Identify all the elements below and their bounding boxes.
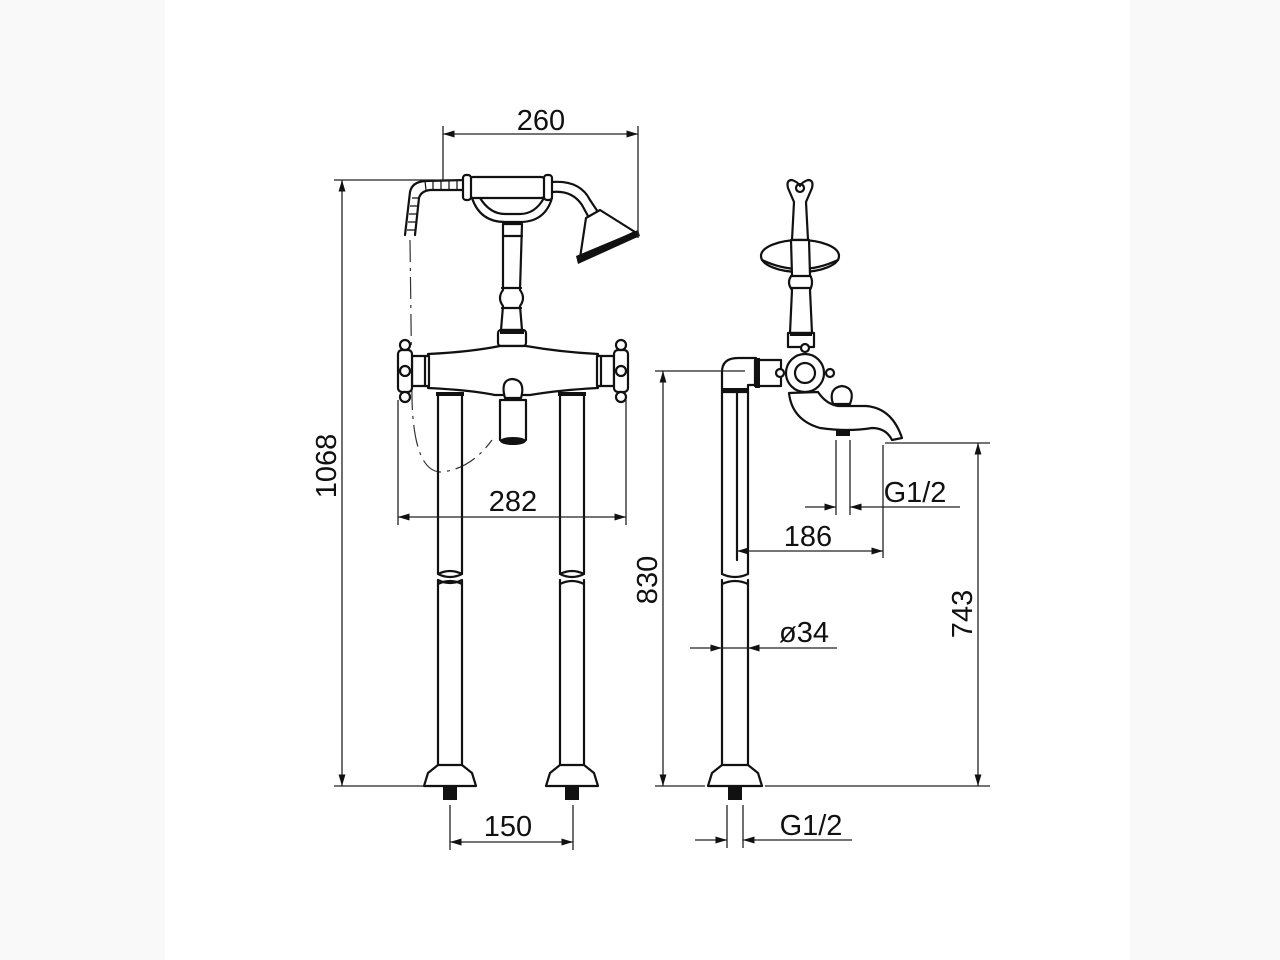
dimension-label: 830 <box>632 556 664 604</box>
side-elbow <box>720 356 783 394</box>
side-view: 830 G1/2 186 743 ø34 G1/2 <box>632 178 990 848</box>
dimension-leg-diameter: ø34 <box>690 617 837 652</box>
side-cross-handle <box>774 342 836 404</box>
left-leg <box>422 392 478 800</box>
margin-left <box>0 0 165 960</box>
dimension-186: 186 <box>737 445 884 558</box>
side-column <box>786 238 816 349</box>
hose <box>403 178 467 237</box>
right-leg <box>544 392 600 800</box>
dimension-label: G1/2 <box>780 810 843 842</box>
side-spout <box>787 384 904 442</box>
hose-swing-line <box>409 239 493 473</box>
riser-column <box>496 222 528 348</box>
dimension-label: 260 <box>517 105 565 137</box>
left-cross-handle <box>396 338 414 404</box>
dimension-830: 830 <box>632 370 745 787</box>
dimension-spout-thread: G1/2 <box>805 440 960 515</box>
dimension-282: 282 <box>397 400 627 525</box>
front-view: 260 1068 282 150 <box>311 105 640 850</box>
dimension-label: ø34 <box>779 617 829 649</box>
spout-front <box>498 377 528 445</box>
dimension-label: 186 <box>784 521 832 553</box>
right-cross-handle <box>612 338 630 404</box>
side-leg <box>706 390 764 800</box>
dimension-inlet-thread: G1/2 <box>695 805 852 848</box>
dimension-150: 150 <box>449 805 574 850</box>
shower-cradle <box>470 196 554 224</box>
margin-right <box>1130 0 1280 960</box>
mixer-body <box>410 344 616 397</box>
hand-shower <box>461 173 640 264</box>
dimension-label: 150 <box>484 811 532 843</box>
dimension-label: 743 <box>947 590 979 638</box>
dimension-label: G1/2 <box>884 477 947 509</box>
dimension-label: 282 <box>489 486 537 518</box>
dimension-1068: 1068 <box>311 179 463 787</box>
dimension-label: 1068 <box>311 434 343 499</box>
dimension-743: 743 <box>765 442 990 787</box>
dimension-260: 260 <box>442 105 639 238</box>
